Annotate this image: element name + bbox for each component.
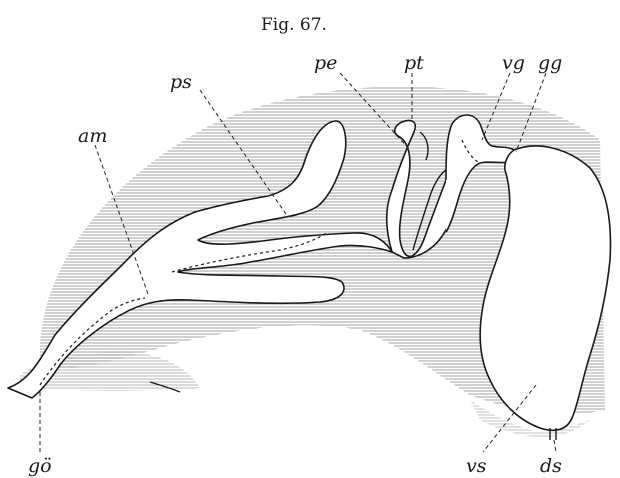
label-ps: ps bbox=[170, 71, 192, 93]
label-pt: pt bbox=[404, 52, 424, 74]
label-am: am bbox=[78, 125, 107, 147]
figure-title: Fig. 67. bbox=[261, 15, 327, 35]
label-vs: vs bbox=[466, 455, 487, 477]
label-pe: pe bbox=[314, 52, 337, 74]
label-gg: gg bbox=[538, 52, 562, 74]
label-go: gö bbox=[28, 455, 52, 477]
label-ds: ds bbox=[540, 455, 562, 477]
label-vg: vg bbox=[502, 52, 525, 74]
